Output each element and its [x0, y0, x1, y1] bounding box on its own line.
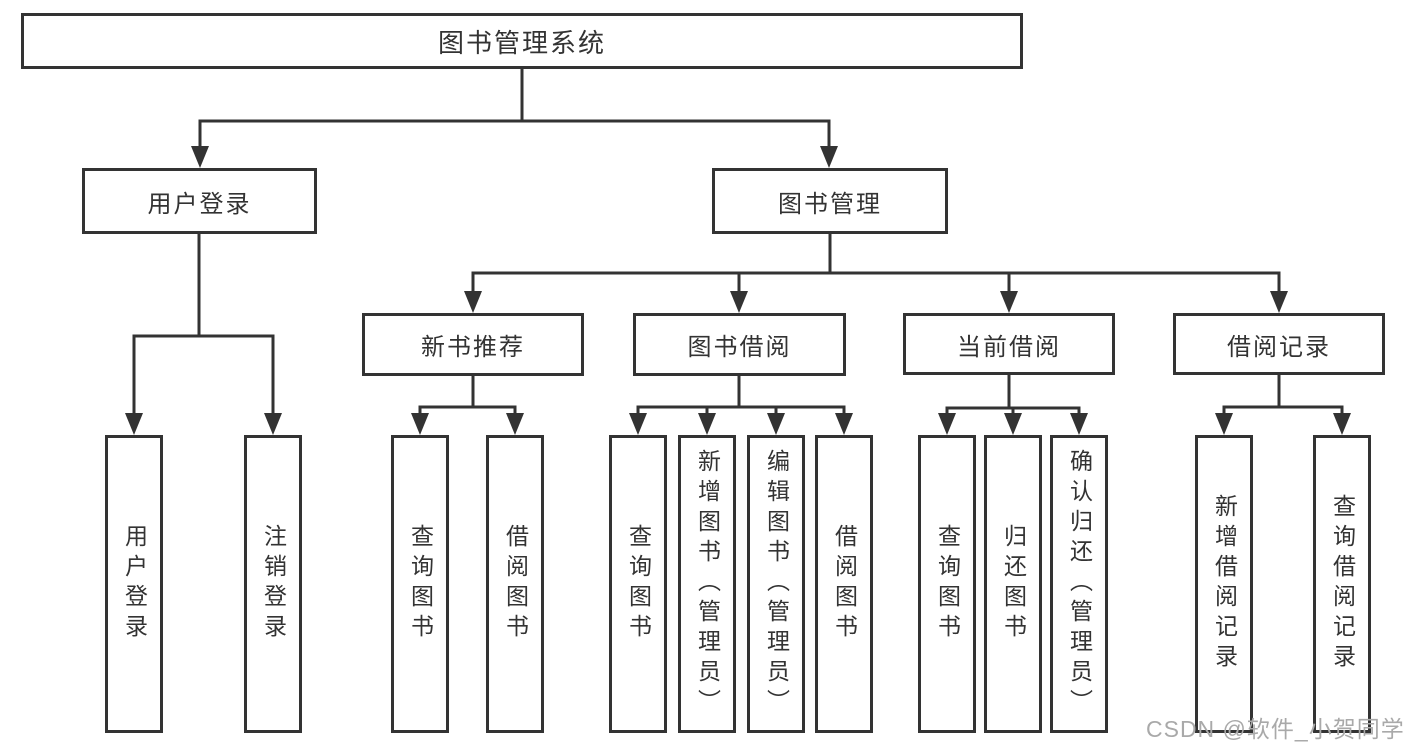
arrowhead-icon: [1270, 291, 1288, 313]
arrowhead-icon: [1070, 413, 1088, 435]
node-current-borrowing: 当前借阅: [903, 313, 1115, 375]
connector-borrow-rec-to-leaves: [1215, 375, 1351, 435]
arrowhead-icon: [629, 413, 647, 435]
node-label: 图书管理系统: [437, 27, 606, 58]
leaf-query-books: 查询图书: [918, 435, 976, 733]
leaf-add-borrow-record: 新增借阅记录: [1195, 435, 1253, 733]
arrowhead-icon: [767, 413, 785, 435]
leaf-query-books: 查询图书: [391, 435, 449, 733]
node-label: 查询图书: [407, 524, 434, 644]
connector-cur-borrow-to-leaves: [938, 375, 1088, 435]
node-library-system: 图书管理系统: [21, 13, 1023, 69]
arrowhead-icon: [264, 413, 282, 435]
node-user-login: 用户登录: [82, 168, 317, 234]
node-book-management: 图书管理: [712, 168, 948, 234]
leaf-confirm-return-admin: 确认归还（管理员）: [1050, 435, 1108, 733]
arrowhead-icon: [464, 291, 482, 313]
node-label: 编辑图书（管理员）: [763, 449, 790, 719]
leaf-return-books: 归还图书: [984, 435, 1042, 733]
node-label: 查询图书: [625, 524, 652, 644]
node-label: 归还图书: [1000, 524, 1027, 644]
node-label: 借阅图书: [502, 524, 529, 644]
arrowhead-icon: [820, 146, 838, 168]
node-label: 查询图书: [934, 524, 961, 644]
csdn-watermark: CSDN @软件_小贺同学: [1146, 716, 1405, 742]
connector-book-borrow-to-leaves: [629, 376, 853, 435]
node-label: 图书管理: [778, 190, 882, 218]
leaf-borrow-books: 借阅图书: [815, 435, 873, 733]
arrowhead-icon: [125, 413, 143, 435]
leaf-borrow-books: 借阅图书: [486, 435, 544, 733]
connector-new-rec-to-leaves: [411, 376, 524, 435]
node-label: 新书推荐: [421, 334, 525, 361]
arrowhead-icon: [835, 413, 853, 435]
node-label: 当前借阅: [957, 333, 1061, 361]
leaf-logout: 注销登录: [244, 435, 302, 733]
leaf-query-borrow-record: 查询借阅记录: [1313, 435, 1371, 733]
arrowhead-icon: [191, 146, 209, 168]
connector-book-mgmt-to-level3: [464, 234, 1288, 313]
node-label: 借阅记录: [1227, 333, 1331, 361]
node-borrowing-records: 借阅记录: [1173, 313, 1385, 375]
arrowhead-icon: [698, 413, 716, 435]
node-label: 图书借阅: [687, 334, 792, 361]
node-label: 新增借阅记录: [1211, 494, 1238, 674]
arrowhead-icon: [1215, 413, 1233, 435]
leaf-query-books: 查询图书: [609, 435, 667, 733]
node-label: 查询借阅记录: [1329, 494, 1356, 674]
leaf-add-books-admin: 新增图书（管理员）: [678, 435, 736, 733]
node-label: 确认归还（管理员）: [1066, 449, 1093, 719]
arrowhead-icon: [938, 413, 956, 435]
leaf-edit-books-admin: 编辑图书（管理员）: [747, 435, 805, 733]
node-label: 新增图书（管理员）: [694, 449, 721, 719]
arrowhead-icon: [730, 291, 748, 313]
node-new-book-recommend: 新书推荐: [362, 313, 584, 376]
leaf-user-login: 用户登录: [105, 435, 163, 733]
connector-root-to-level2: [191, 69, 838, 168]
arrowhead-icon: [411, 413, 429, 435]
node-label: 用户登录: [147, 190, 252, 218]
arrowhead-icon: [1004, 413, 1022, 435]
node-label: 用户登录: [121, 524, 148, 644]
arrowhead-icon: [1000, 291, 1018, 313]
node-label: 借阅图书: [831, 524, 858, 644]
arrowhead-icon: [1333, 413, 1351, 435]
node-label: 注销登录: [260, 524, 287, 644]
connector-user-login-to-leaves: [125, 234, 282, 435]
arrowhead-icon: [506, 413, 524, 435]
node-book-borrowing: 图书借阅: [633, 313, 846, 376]
